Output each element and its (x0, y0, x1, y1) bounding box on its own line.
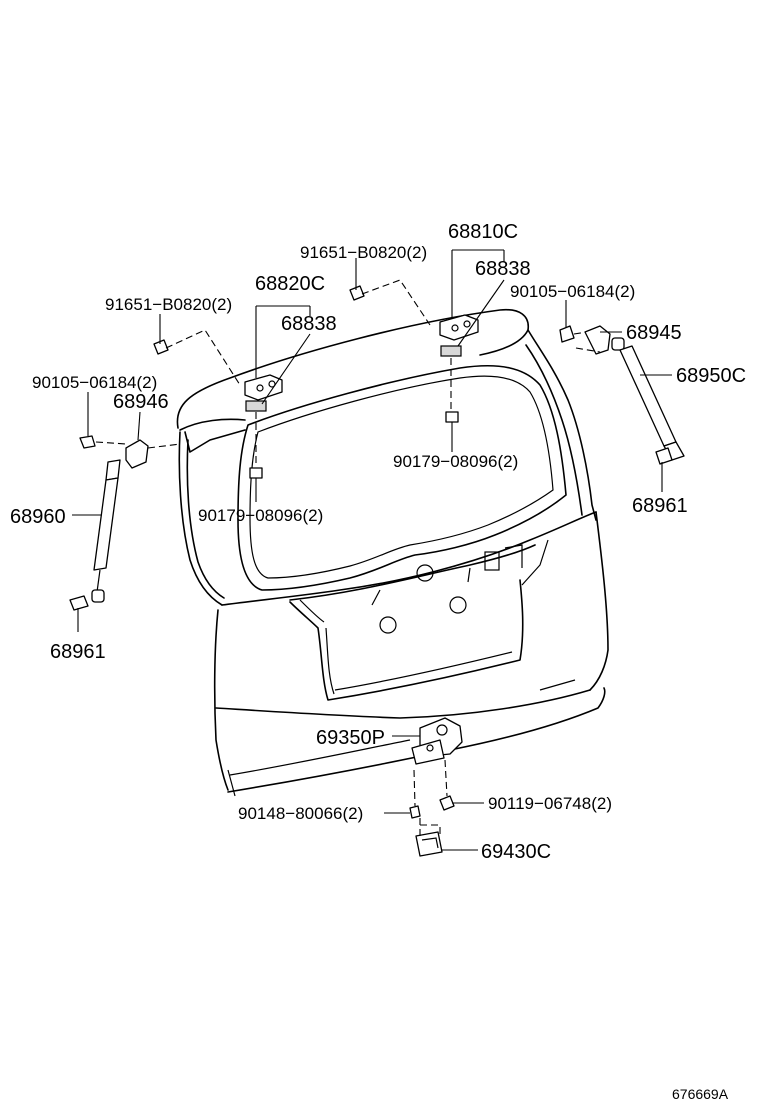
hinge-left-68820C (244, 374, 283, 401)
hinge-cover-left (245, 400, 267, 412)
label-69350P: 69350P (316, 727, 385, 749)
ball-stud-right-68961 (655, 447, 673, 465)
nut-icon (249, 411, 459, 479)
label-68838-left: 68838 (281, 313, 337, 335)
label-90119: 90119−06748(2) (488, 794, 612, 813)
label-68950C: 68950C (676, 365, 746, 387)
back-door-panel (176, 308, 609, 797)
label-90179-left: 90179−08096(2) (198, 506, 323, 525)
leader-lines (72, 249, 672, 851)
back-door-lock-69350P (411, 717, 463, 765)
bolt-90119 (439, 795, 455, 811)
label-68961-left: 68961 (50, 641, 106, 663)
stay-bracket-left-68946 (125, 439, 149, 469)
hinge-right-68810C (439, 314, 479, 341)
label-90148: 90148−80066(2) (238, 804, 363, 823)
label-68810C: 68810C (448, 221, 518, 243)
ball-stud-left-68961 (69, 595, 89, 611)
label-90105-left: 90105−06184(2) (32, 373, 157, 392)
hinge-cover-right (440, 345, 462, 357)
label-90105-right: 90105−06184(2) (510, 282, 635, 301)
label-68820C: 68820C (255, 273, 325, 295)
label-91651-top: 91651−B0820(2) (300, 243, 427, 262)
label-90179-right: 90179−08096(2) (393, 452, 518, 471)
gas-stay-left-68960 (91, 459, 121, 603)
gas-stay-right-68950C (611, 337, 685, 461)
label-68961-right: 68961 (632, 495, 688, 517)
label-91651-left: 91651−B0820(2) (105, 295, 232, 314)
bolt-icon (153, 285, 365, 355)
label-68838-right: 68838 (475, 258, 531, 280)
bolt-left-90105 (79, 435, 96, 449)
label-68946: 68946 (113, 391, 169, 413)
diagram-code: 676669A (672, 1086, 729, 1102)
label-68960: 68960 (10, 506, 66, 528)
stay-bracket-right-68945 (584, 325, 611, 355)
bolt-right-90105 (559, 325, 575, 343)
screw-90148 (409, 805, 421, 819)
striker-69430C (415, 831, 443, 857)
label-68945: 68945 (626, 322, 682, 344)
label-69430C: 69430C (481, 841, 551, 863)
